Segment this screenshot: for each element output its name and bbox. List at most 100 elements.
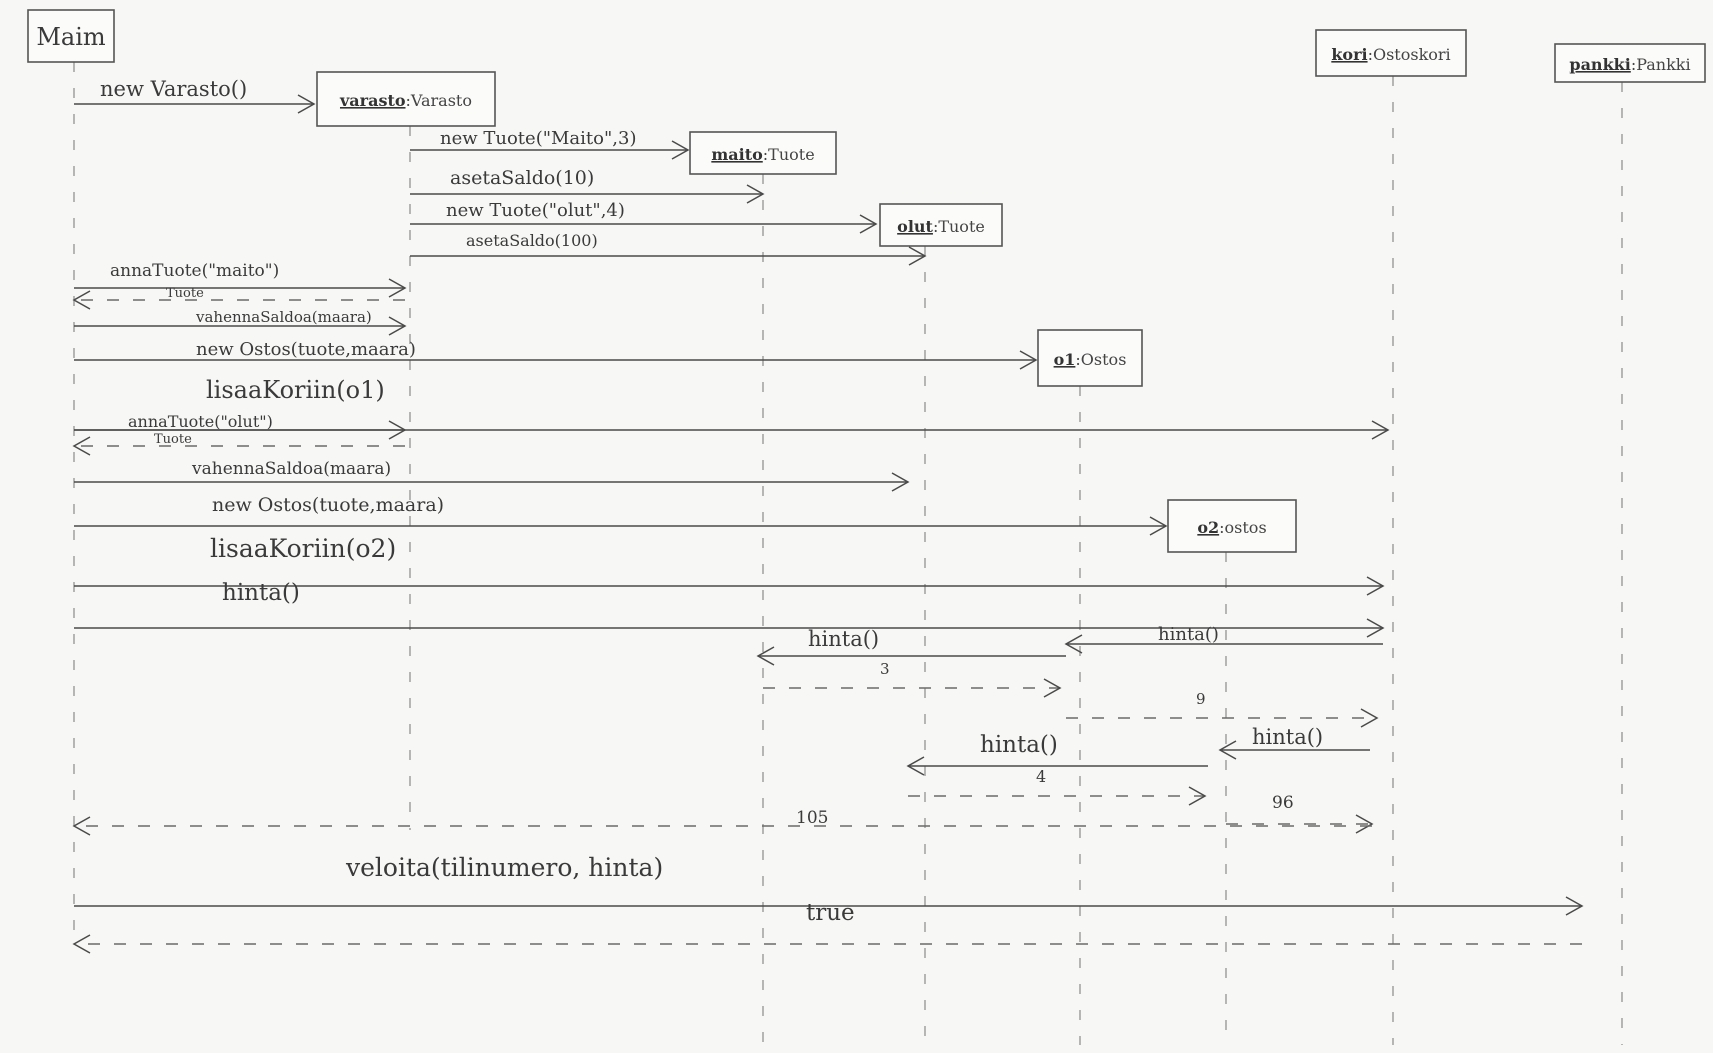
maito-object-class: :Tuote	[763, 145, 815, 164]
message-label: 105	[796, 808, 828, 828]
arrowhead-icon	[906, 756, 925, 776]
arrowhead-icon	[908, 246, 927, 266]
o1-object-name: o1	[1054, 350, 1076, 369]
message-label: new Ostos(tuote,maara)	[196, 339, 416, 360]
arrowhead-icon	[746, 184, 765, 204]
return-message: Tuote	[72, 432, 405, 456]
arrowhead-icon	[891, 472, 910, 492]
message-label: vahennaSaldoa(maara)	[191, 459, 391, 479]
message-label: hinta()	[808, 627, 879, 651]
maito-object-box: maito:Tuote	[689, 131, 837, 175]
call-message: new Tuote("Maito",3)	[410, 128, 690, 160]
olut-object-name: olut	[897, 217, 933, 236]
message-label: asetaSaldo(100)	[466, 231, 598, 250]
olut-object-class: :Tuote	[933, 217, 985, 236]
varasto-object-name: varasto	[339, 91, 406, 110]
call-message: new Ostos(tuote,maara)	[74, 339, 1038, 370]
olut-object-label: olut:Tuote	[897, 217, 985, 236]
return-message: 96	[1226, 793, 1374, 834]
message-label: 9	[1196, 690, 1206, 708]
call-message: hinta()	[906, 732, 1208, 776]
arrowhead-icon	[1360, 708, 1379, 728]
kori-object-label: kori:Ostoskori	[1331, 45, 1450, 64]
pankki-object-name: pankki	[1569, 55, 1630, 74]
olut-object-box: olut:Tuote	[879, 203, 1003, 247]
arrowhead-icon	[1149, 516, 1168, 536]
message-label: new Varasto()	[100, 77, 247, 101]
arrowhead-icon	[1218, 740, 1237, 760]
message-label: true	[806, 900, 855, 926]
call-message: veloita(tilinumero, hinta)	[74, 853, 1584, 916]
pankki-object-box: pankki:Pankki	[1554, 43, 1706, 83]
arrowhead-icon	[388, 278, 407, 298]
call-message: vahennaSaldoa(maara)	[74, 308, 407, 336]
call-message: asetaSaldo(100)	[410, 231, 927, 266]
call-message: annaTuote("olut")	[74, 412, 407, 440]
o2-object-name: o2	[1197, 518, 1219, 537]
arrowhead-icon	[756, 646, 775, 666]
maito-object-name: maito	[711, 145, 763, 164]
message-label: hinta()	[1158, 624, 1219, 645]
call-message: annaTuote("maito")	[74, 261, 407, 298]
arrowhead-icon	[297, 94, 316, 114]
message-label: new Tuote("Maito",3)	[440, 128, 636, 149]
return-message: 9	[1066, 690, 1379, 728]
message-label: annaTuote("maito")	[110, 261, 279, 281]
return-message: 4	[908, 767, 1207, 806]
arrowhead-icon	[72, 290, 91, 310]
call-message: new Varasto()	[74, 77, 316, 114]
arrowhead-icon	[388, 316, 407, 336]
message-label: hinta()	[222, 580, 300, 606]
message-label: annaTuote("olut")	[128, 412, 273, 431]
call-message: lisaaKoriin(o2)	[74, 534, 1385, 596]
return-message: true	[72, 900, 1582, 954]
varasto-object-class: :Varasto	[406, 91, 472, 110]
message-label: hinta()	[980, 732, 1058, 758]
call-message: hinta()	[74, 580, 1385, 638]
varasto-object-box: varasto:Varasto	[316, 71, 496, 127]
message-label: veloita(tilinumero, hinta)	[345, 853, 663, 882]
message-label: asetaSaldo(10)	[450, 167, 594, 189]
return-message: Tuote	[72, 286, 405, 310]
arrowhead-icon	[72, 934, 91, 954]
o1-object-box: o1:Ostos	[1037, 329, 1143, 387]
arrowhead-icon	[1355, 814, 1374, 834]
kori-object-box: kori:Ostoskori	[1315, 29, 1467, 77]
call-message: hinta()	[1064, 624, 1383, 654]
message-label: 4	[1036, 767, 1046, 786]
message-label: Tuote	[154, 432, 192, 447]
arrowhead-icon	[388, 420, 407, 440]
message-label: new Tuote("olut",4)	[446, 200, 625, 221]
call-message: asetaSaldo(10)	[410, 167, 765, 204]
message-label: lisaaKoriin(o2)	[210, 534, 396, 563]
arrowhead-icon	[72, 436, 91, 456]
message-label: 96	[1272, 793, 1294, 813]
call-message: hinta()	[756, 627, 1066, 666]
arrowhead-icon	[671, 140, 690, 160]
return-message: 105	[72, 808, 1372, 836]
o1-object-class: :Ostos	[1075, 350, 1126, 369]
pankki-object-class: :Pankki	[1631, 55, 1691, 74]
maito-object-label: maito:Tuote	[711, 145, 814, 164]
o2-object-class: :ostos	[1219, 518, 1267, 537]
arrowhead-icon	[1019, 350, 1038, 370]
message-label: new Ostos(tuote,maara)	[212, 494, 444, 516]
pankki-object-label: pankki:Pankki	[1569, 55, 1690, 74]
call-message: vahennaSaldoa(maara)	[74, 459, 910, 492]
message-label: hinta()	[1252, 725, 1323, 749]
message-label: Tuote	[166, 286, 204, 301]
return-message: 3	[763, 660, 1062, 698]
call-message: new Tuote("olut",4)	[410, 200, 878, 234]
main-object-box: Maim	[27, 9, 115, 63]
arrowhead-icon	[1043, 678, 1062, 698]
message-label: 3	[880, 660, 890, 678]
o2-object-box: o2:ostos	[1167, 499, 1297, 553]
message-label: lisaaKoriin(o1)	[206, 376, 385, 404]
arrowhead-icon	[72, 816, 91, 836]
arrowhead-icon	[859, 214, 878, 234]
o1-object-label: o1:Ostos	[1054, 350, 1127, 369]
o2-object-label: o2:ostos	[1197, 518, 1266, 537]
arrowhead-icon	[1371, 420, 1390, 440]
call-message: new Ostos(tuote,maara)	[74, 494, 1168, 536]
